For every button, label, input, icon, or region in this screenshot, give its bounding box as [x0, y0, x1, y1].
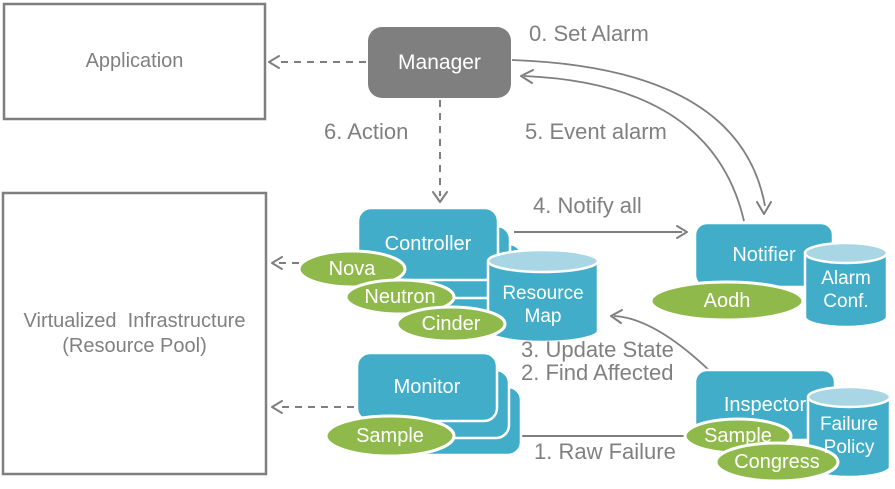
- neutron-oval: [344, 278, 456, 316]
- arrowhead-down-icon: [756, 201, 772, 215]
- virtualized-infrastructure-box: [1, 191, 268, 476]
- arrowhead-left-icon: [271, 400, 283, 414]
- alarm-conf-cylinder: [803, 253, 889, 329]
- cinder-oval: [395, 305, 507, 343]
- congress-oval: [714, 441, 840, 483]
- application-box: [2, 2, 267, 121]
- arrowhead-left-icon: [271, 256, 283, 270]
- arrowhead-left-icon: [520, 69, 534, 84]
- aodh-oval: [649, 280, 805, 322]
- arrowhead-left-icon: [610, 309, 623, 324]
- sample-monitor-oval: [324, 414, 456, 458]
- failure-policy-cylinder-top: [806, 385, 892, 409]
- update-state-arrow: [613, 315, 713, 374]
- arrowhead-left-icon: [268, 55, 280, 69]
- alarm-conf-cylinder-top: [803, 241, 889, 265]
- set-alarm-arc: [511, 59, 766, 207]
- arrowhead-down-icon: [432, 191, 448, 203]
- manager-node: [368, 27, 511, 98]
- nova-oval: [297, 249, 407, 289]
- event-alarm-arc: [523, 75, 745, 222]
- arrowhead-right-icon: [676, 225, 688, 239]
- monitor-node: [355, 351, 499, 423]
- resource-map-cylinder-top: [486, 248, 600, 274]
